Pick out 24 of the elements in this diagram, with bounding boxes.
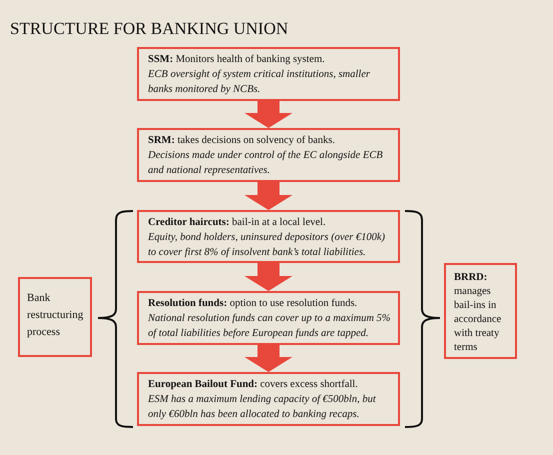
process-box [444,263,517,359]
process-box [137,128,400,182]
box-heading: Creditor haircuts: bail-in at a local level. [148,216,327,230]
arrow [244,182,292,210]
diagram-title: STRUCTURE FOR BANKING UNION [10,19,288,39]
box-description: National resolution funds can cover up to a maximum 5% of total liabilities before European funds are tapped. [148,312,391,341]
box-description: Decisions made under control of the EC alongside ECB and national representatives. [148,149,384,178]
box-description: ECB oversight of system critical institutions, smaller banks monitored by NCBs. [148,68,371,97]
process-box [137,372,400,426]
process-box [137,47,400,101]
process-box [137,291,400,345]
arrow [244,263,292,291]
box-description: ESM has a maximum lending capacity of €500bln, but only €60bln has been allocated to banking recaps. [148,393,377,422]
box-heading: SSM: Monitors health of banking system. [148,53,326,67]
box-heading: BRRD: manages bail-ins in accordance with treaty terms [454,271,502,355]
process-box [137,210,400,263]
arrow [244,101,292,128]
process-box [18,277,92,357]
box-heading: European Bailout Fund: covers excess shortfall. [148,378,359,392]
box-heading: SRM: takes decisions on solvency of banks. [148,134,336,148]
box-description: Equity, bond holders, uninsured depositors (over €100k) to cover first 8% of insolvent bank’s total liabilities. [148,231,386,260]
box-heading: Bank restructuring process [27,291,84,340]
arrow [244,345,292,372]
box-heading: Resolution funds: option to use resolution funds. [148,297,358,311]
